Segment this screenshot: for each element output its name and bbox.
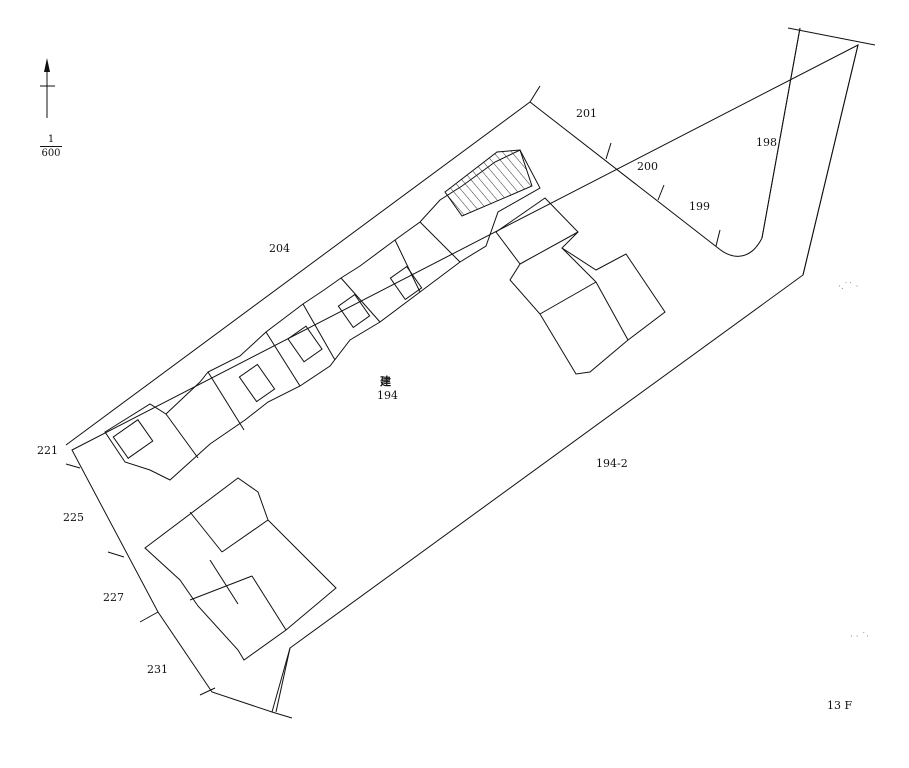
parcel-label-201: 201 [576,107,597,120]
central-lot-number: 194 [377,389,398,402]
neighbor-boundary-ticks [65,85,721,719]
parcel-label-225: 225 [63,511,84,524]
parcel-label-204: 204 [269,242,290,255]
road-198-edges [761,27,876,276]
parcel-label-221: 221 [37,444,58,457]
parcel-label-200: 200 [637,160,658,173]
sheet-code: 13 F [827,699,853,712]
central-lot-mark: 建 [380,375,391,388]
scan-noise: ·.˙˙ · [838,282,859,292]
parcel-label-227: 227 [103,591,124,604]
hatched-annex [444,149,533,217]
scale-denominator: 600 [41,148,61,159]
scale-numerator: 1 [40,134,62,147]
north-arrow-icon [40,58,55,118]
site-boundary [65,27,859,713]
building-cluster-east [495,197,666,375]
building-cluster-southwest [144,477,337,661]
parcel-label-198: 198 [756,136,777,149]
scan-noise: · · ˙· [850,632,869,642]
parcel-label-194-2: 194-2 [596,457,628,470]
scale-ratio: 1 600 [40,134,62,159]
parcel-label-199: 199 [689,200,710,213]
parcel-label-231: 231 [147,663,168,676]
building-row-north [104,149,541,481]
